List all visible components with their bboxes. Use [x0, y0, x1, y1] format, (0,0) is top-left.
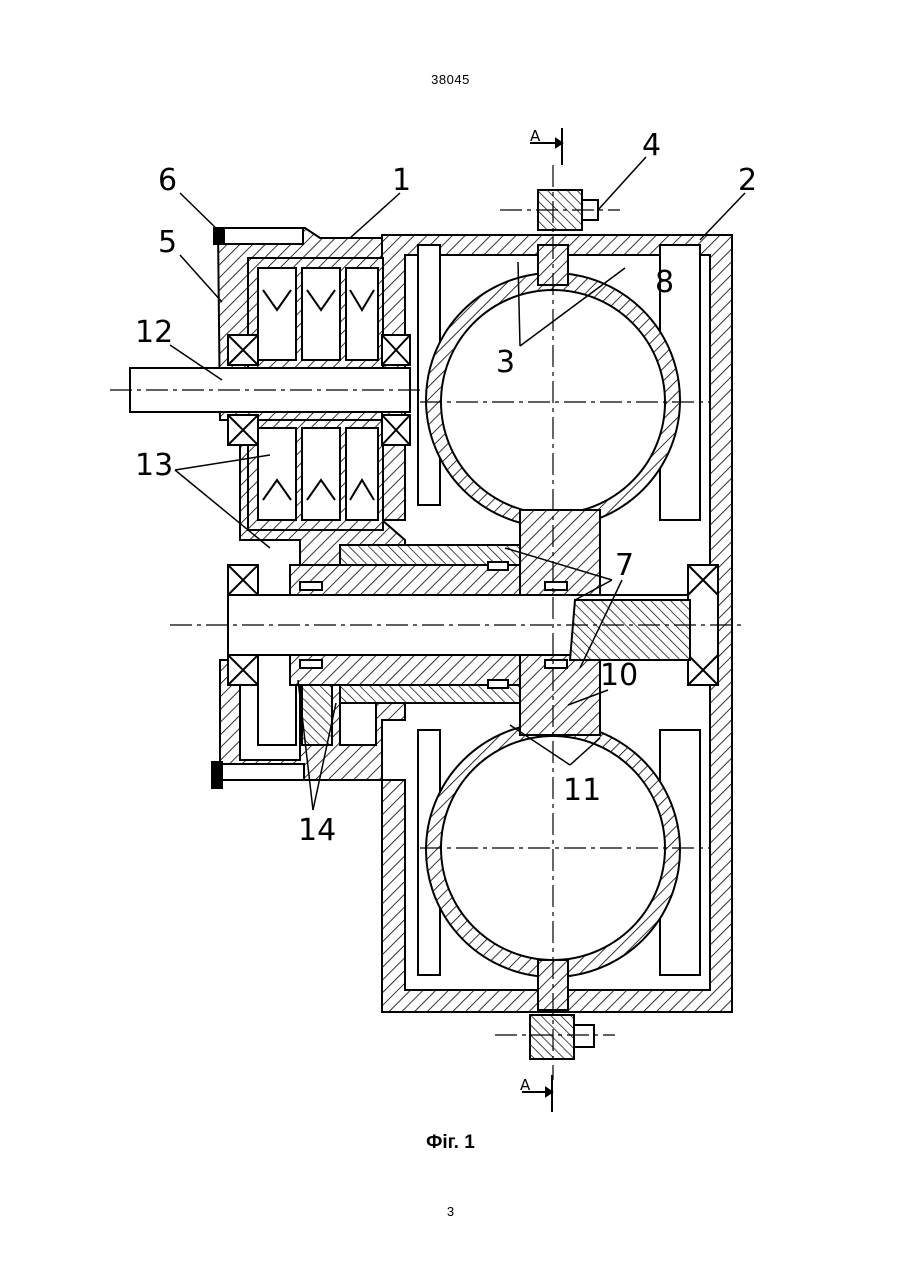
callout-5: 5	[158, 225, 177, 260]
callout-4: 4	[642, 128, 661, 163]
callout-7: 7	[615, 548, 634, 583]
page-number: 3	[0, 1204, 901, 1219]
callout-2: 2	[738, 163, 757, 198]
callout-12: 12	[135, 315, 173, 350]
callout-3: 3	[496, 345, 515, 380]
callout-14: 14	[298, 813, 336, 848]
screw-bottom-left	[214, 764, 304, 780]
callout-11: 11	[563, 773, 601, 808]
bolt-bottom	[530, 1015, 574, 1059]
callout-1: 1	[392, 163, 411, 198]
section-mark-bottom: A	[520, 1076, 531, 1094]
callout-6: 6	[158, 163, 177, 198]
section-mark-top: A	[530, 127, 541, 145]
callout-13: 13	[135, 448, 173, 483]
callout-10: 10	[600, 658, 638, 693]
callout-8: 8	[655, 265, 674, 300]
figure-caption: Фіг. 1	[0, 1132, 901, 1154]
screw-top-left	[218, 228, 303, 244]
